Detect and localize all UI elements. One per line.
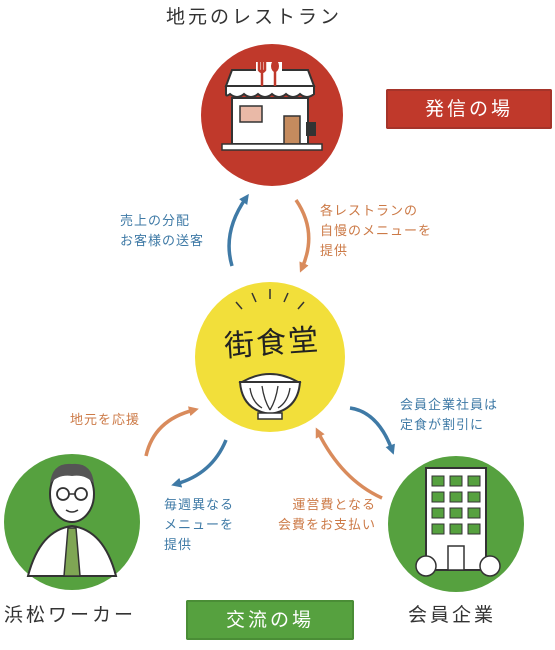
center-logo-text: 街食堂: [223, 322, 322, 365]
note-line: 会員企業社員は: [400, 398, 499, 413]
flow-note-companies-to-center: 運営費となる 会費をお支払い: [278, 496, 376, 536]
flow-note-workers-to-center: 地元を応援: [70, 411, 140, 431]
workers-title: 浜松ワーカー: [4, 604, 137, 626]
note-line: 地元を応援: [70, 413, 141, 428]
note-line: メニューを: [164, 518, 235, 533]
note-line: お客様の送客: [120, 234, 205, 249]
companies-node: [388, 456, 524, 592]
flow-note-center-to-companies: 会員企業社員は 定食が割引に: [400, 396, 498, 436]
note-line: 提供: [164, 538, 193, 553]
note-line: 会費をお支払い: [278, 518, 377, 533]
worker-person-icon: [26, 463, 118, 577]
flow-note-center-to-workers: 毎週異なる メニューを 提供: [164, 496, 234, 556]
arrow-workers-to-center: [144, 406, 199, 457]
note-line: 売上の分配: [120, 214, 191, 229]
flow-note-center-to-restaurant: 売上の分配 お客様の送客: [120, 212, 204, 252]
note-line: 各レストランの: [320, 204, 419, 219]
note-line: 自慢のメニューを: [320, 224, 433, 239]
restaurant-node: [201, 44, 343, 186]
companies-title: 会員企業: [408, 604, 497, 626]
rice-bowl-icon: [238, 373, 302, 420]
badge-sending: 発信の場: [386, 89, 552, 129]
note-line: 定食が割引に: [400, 418, 485, 433]
arrow-restaurant-to-center: [294, 199, 311, 273]
note-line: 提供: [320, 244, 349, 259]
restaurant-building-icon: [221, 60, 323, 151]
arrow-companies-to-center: [315, 427, 383, 500]
note-line: 毎週異なる: [164, 498, 235, 513]
flow-note-restaurant-to-center: 各レストランの 自慢のメニューを 提供: [320, 202, 432, 262]
badge-exchange: 交流の場: [186, 600, 354, 640]
sun-rays-icon: [235, 289, 305, 310]
arrow-center-to-workers: [171, 439, 228, 488]
arrow-center-to-restaurant: [227, 193, 249, 267]
note-line: 運営費となる: [292, 498, 377, 513]
restaurant-title: 地元のレストラン: [166, 6, 343, 28]
arrow-center-to-companies: [349, 406, 395, 455]
center-node: [195, 282, 345, 432]
office-building-icon: [415, 467, 501, 577]
workers-node: [4, 454, 140, 590]
